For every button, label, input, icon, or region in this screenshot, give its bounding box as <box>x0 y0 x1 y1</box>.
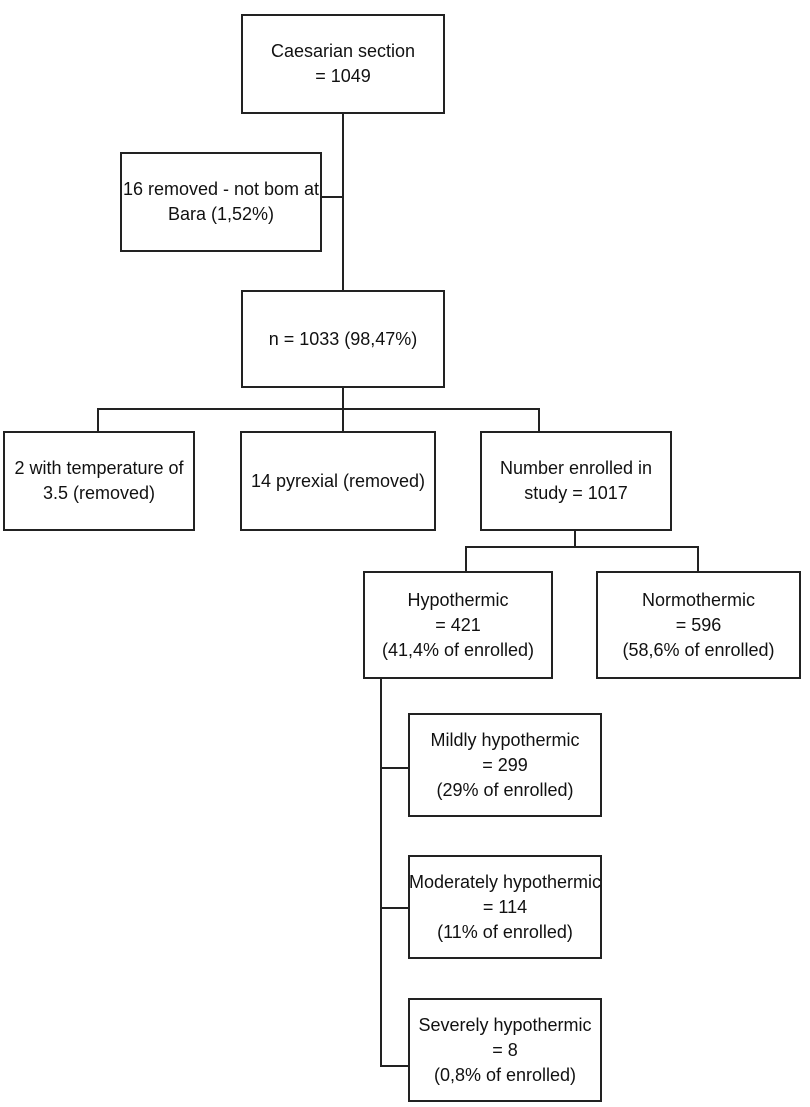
hypothermic-count: = 421 <box>435 614 481 635</box>
box-hypothermic: Hypothermic = 421 (41,4% of enrolled) <box>363 571 553 679</box>
removed-not-born-line1: 16 removed - not bom at <box>122 179 320 199</box>
connector-enrolled-down <box>574 530 576 548</box>
removed-not-born-line2: Bara (1,52%) <box>167 204 275 224</box>
moderately-label: Moderately hypothermic <box>408 871 602 892</box>
box-mildly-hypothermic: Mildly hypothermic = 299 (29% of enrolle… <box>408 713 602 817</box>
box-number-enrolled: Number enrolled in study = 1017 <box>480 431 672 531</box>
caesarian-count: = 1049 <box>315 66 371 86</box>
connector-to-removed-box <box>320 196 344 198</box>
box-severely-hypothermic: Severely hypothermic = 8 (0,8% of enroll… <box>408 998 602 1102</box>
connector-to-hypothermic-box <box>465 546 467 572</box>
moderately-count: = 114 <box>482 896 528 917</box>
caesarian-label: Caesarian section <box>270 41 416 61</box>
box-total-n: n = 1033 (98,47%) <box>241 290 445 388</box>
mildly-percent: (29% of enrolled) <box>436 779 574 800</box>
box-normothermic: Normothermic = 596 (58,6% of enrolled) <box>596 571 801 679</box>
normothermic-count: = 596 <box>675 614 722 635</box>
connector-to-enrolled-box <box>538 408 540 432</box>
severely-label: Severely hypothermic <box>418 1014 592 1035</box>
connector-to-moderately-box <box>380 907 408 909</box>
temperature-removed-line2: 3.5 (removed) <box>42 483 156 503</box>
connector-to-mildly-box <box>380 767 408 769</box>
connector-level2-horizontal <box>97 408 540 410</box>
connector-to-temperature-box <box>97 408 99 432</box>
hypothermic-label: Hypothermic <box>407 589 509 610</box>
total-n-label: n = 1033 (98,47%) <box>268 328 418 349</box>
connector-to-severely-box <box>380 1065 408 1067</box>
severely-percent: (0,8% of enrolled) <box>433 1064 577 1085</box>
box-removed-not-born: 16 removed - not bom at Bara (1,52%) <box>120 152 322 252</box>
mildly-count: = 299 <box>482 754 528 775</box>
box-temperature-removed: 2 with temperature of 3.5 (removed) <box>3 431 195 531</box>
normothermic-percent: (58,6% of enrolled) <box>622 639 775 660</box>
box-moderately-hypothermic: Moderately hypothermic = 114 (11% of enr… <box>408 855 602 959</box>
connector-hypothermic-subtree <box>380 677 382 1067</box>
connector-level3-horizontal <box>465 546 699 548</box>
hypothermic-percent: (41,4% of enrolled) <box>381 639 535 660</box>
enrolled-line2: study = 1017 <box>524 483 628 503</box>
severely-count: = 8 <box>492 1039 518 1060</box>
enrolled-line1: Number enrolled in <box>499 458 653 478</box>
temperature-removed-line1: 2 with temperature of <box>14 458 184 478</box>
connector-to-pyrexial-box <box>342 408 344 432</box>
box-caesarian-section: Caesarian section = 1049 <box>241 14 445 114</box>
connector-to-normothermic-box <box>697 546 699 572</box>
normothermic-label: Normothermic <box>641 589 756 610</box>
connector-caesarian-to-n <box>342 112 344 291</box>
moderately-percent: (11% of enrolled) <box>437 921 573 942</box>
mildly-label: Mildly hypothermic <box>430 729 580 750</box>
pyrexial-label: 14 pyrexial (removed) <box>250 470 426 491</box>
box-pyrexial-removed: 14 pyrexial (removed) <box>240 431 436 531</box>
connector-n-down <box>342 386 344 410</box>
